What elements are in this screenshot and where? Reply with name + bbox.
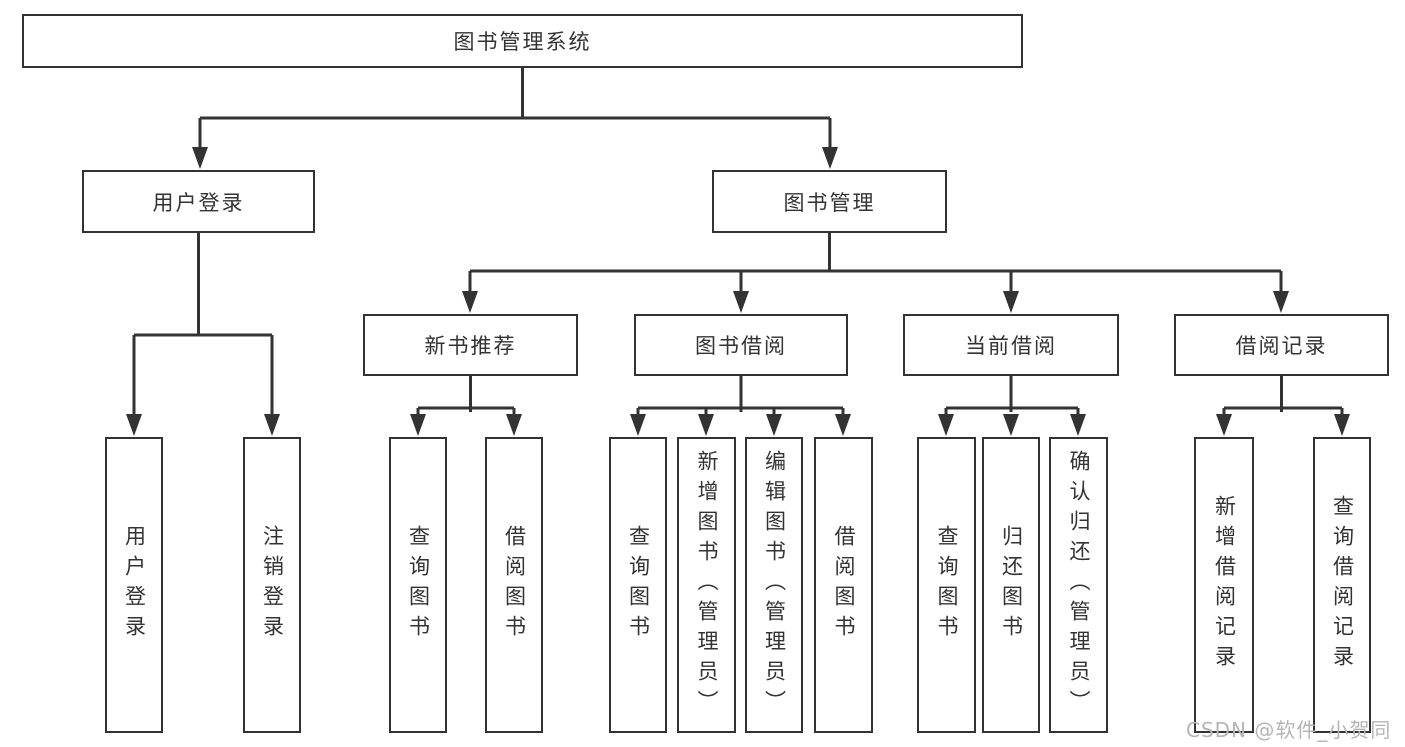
arrow-down-icon — [1003, 414, 1019, 436]
arrow-down-icon — [822, 147, 838, 169]
node-current-query-books: 查询图书 — [917, 437, 976, 733]
node-edit-book-admin: 编辑图书（管理员） — [745, 437, 803, 733]
arrow-down-icon — [938, 414, 954, 436]
arrow-down-icon — [126, 414, 142, 436]
arrow-down-icon — [698, 414, 714, 436]
arrow-down-icon — [506, 414, 522, 436]
node-system-root: 图书管理系统 — [22, 14, 1023, 68]
node-user-login-branch: 用户登录 — [82, 170, 315, 233]
arrow-down-icon — [733, 291, 749, 313]
arrow-down-icon — [630, 414, 646, 436]
node-add-book-admin: 新增图书（管理员） — [677, 437, 736, 733]
arrow-down-icon — [1334, 414, 1350, 436]
arrow-down-icon — [766, 414, 782, 436]
arrow-down-icon — [264, 414, 280, 436]
node-borrowing-borrow-books: 借阅图书 — [814, 437, 873, 733]
arrow-down-icon — [1070, 414, 1086, 436]
arrow-down-icon — [835, 414, 851, 436]
node-add-borrow-record: 新增借阅记录 — [1194, 437, 1254, 733]
arrowheads — [126, 147, 1350, 436]
node-current-borrowing: 当前借阅 — [903, 314, 1119, 376]
arrow-down-icon — [1216, 414, 1232, 436]
node-query-borrow-record: 查询借阅记录 — [1313, 437, 1371, 733]
arrow-down-icon — [1273, 291, 1289, 313]
node-confirm-return-admin: 确认归还（管理员） — [1049, 437, 1108, 733]
node-return-books: 归还图书 — [982, 437, 1040, 733]
watermark-text: CSDN @软件_小贺同学 — [1186, 718, 1392, 742]
node-user-login-leaf: 用户登录 — [105, 437, 163, 733]
node-new-book-recommend: 新书推荐 — [363, 314, 578, 376]
node-book-borrowing: 图书借阅 — [634, 314, 848, 376]
node-borrow-records: 借阅记录 — [1174, 314, 1389, 376]
arrow-down-icon — [1003, 291, 1019, 313]
connector-path — [132, 68, 1344, 418]
arrow-down-icon — [192, 147, 208, 169]
node-borrowing-query-books: 查询图书 — [609, 437, 667, 733]
arrow-down-icon — [410, 414, 426, 436]
node-recommend-query-books: 查询图书 — [389, 437, 447, 733]
arrow-down-icon — [462, 291, 478, 313]
node-recommend-borrow-books: 借阅图书 — [485, 437, 543, 733]
node-book-management-branch: 图书管理 — [712, 170, 947, 233]
node-logout-leaf: 注销登录 — [243, 437, 301, 733]
